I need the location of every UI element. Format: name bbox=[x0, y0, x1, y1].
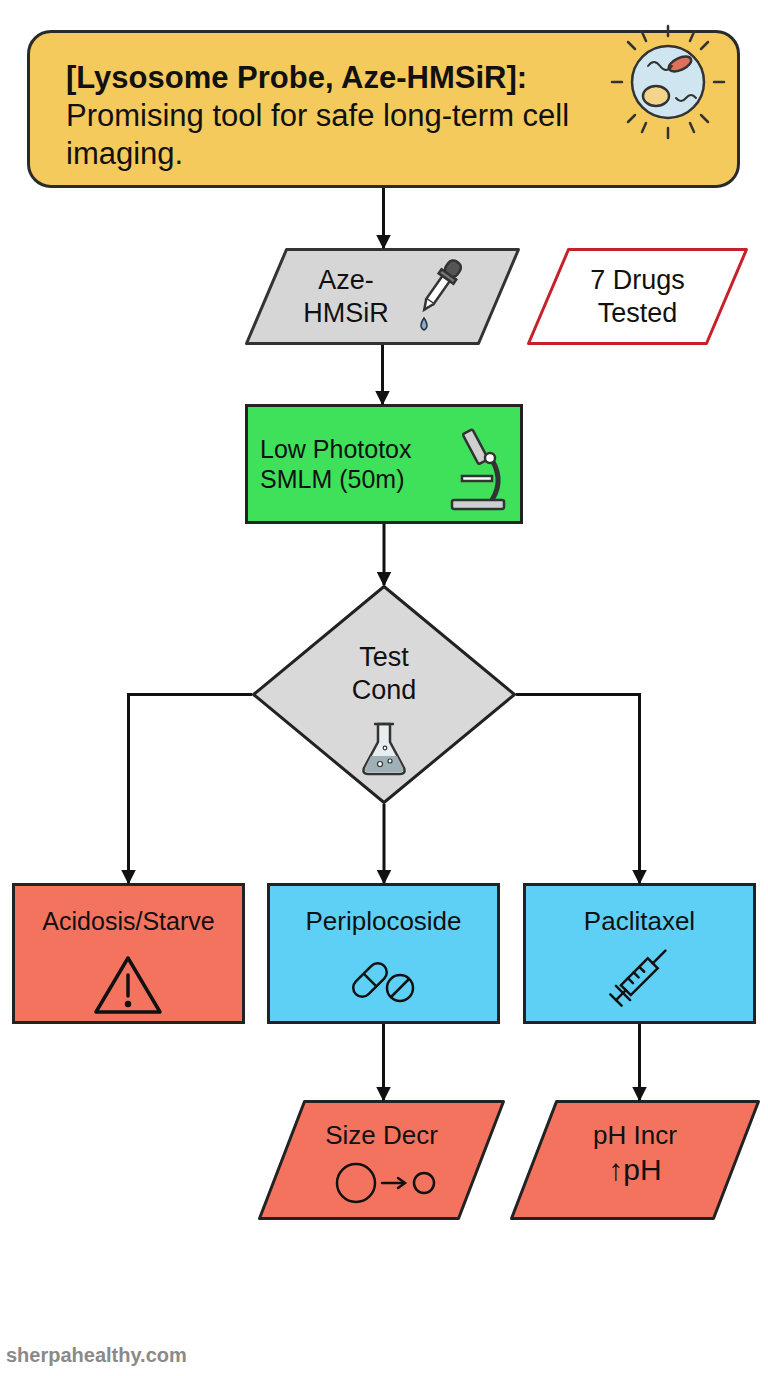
parallelogram-outline bbox=[258, 1100, 505, 1220]
process-box: Acidosis/Starve bbox=[12, 883, 245, 1024]
node-text: Aze- HMSiR bbox=[290, 264, 402, 330]
process-box: Periplocoside bbox=[267, 883, 500, 1024]
node-text: pH Incr bbox=[555, 1120, 715, 1152]
flow-arrow bbox=[383, 804, 386, 883]
shape-fill bbox=[512, 1102, 759, 1219]
flow-arrow bbox=[129, 695, 253, 884]
node-subtext: Promising tool for safe long-term cell i… bbox=[66, 97, 577, 173]
decision-diamond: Test Cond bbox=[252, 585, 516, 804]
data-parallelogram: Size Decr bbox=[258, 1100, 505, 1220]
node-subtext: ↑pH bbox=[555, 1152, 715, 1189]
parallelogram-outline bbox=[527, 248, 748, 345]
data-parallelogram: Aze- HMSiR bbox=[245, 248, 520, 345]
process-box: [Lysosome Probe, Aze-HMSiR]:Promising to… bbox=[27, 30, 740, 188]
flow-arrow bbox=[382, 1024, 385, 1100]
flow-arrow bbox=[382, 188, 385, 248]
flow-arrow bbox=[381, 345, 384, 404]
flow-arrow bbox=[638, 1024, 641, 1100]
flow-arrow bbox=[516, 695, 640, 884]
shape-fill bbox=[254, 587, 515, 803]
node-text: [Lysosome Probe, Aze-HMSiR]: bbox=[66, 59, 577, 97]
node-text: Periplocoside bbox=[274, 906, 493, 938]
shape-fill bbox=[529, 250, 747, 344]
watermark: sherpahealthy.com bbox=[6, 1344, 187, 1367]
process-box: Paclitaxel bbox=[523, 883, 756, 1024]
flow-arrow bbox=[383, 524, 386, 585]
node-text: Paclitaxel bbox=[530, 906, 749, 938]
node-text: Acidosis/Starve bbox=[19, 906, 238, 937]
node-text: 7 Drugs Tested bbox=[572, 264, 703, 330]
node-text: Test Cond bbox=[344, 641, 424, 707]
parallelogram-outline bbox=[245, 248, 520, 345]
shape-fill bbox=[260, 1102, 504, 1219]
data-parallelogram: 7 Drugs Tested bbox=[527, 248, 748, 345]
data-parallelogram: pH Incr↑pH bbox=[510, 1100, 760, 1220]
process-box: Low Phototox SMLM (50m) bbox=[245, 404, 523, 524]
node-text: Low Phototox SMLM (50m) bbox=[260, 434, 438, 495]
node-text: Size Decr bbox=[303, 1120, 460, 1152]
shape-fill bbox=[247, 250, 519, 344]
